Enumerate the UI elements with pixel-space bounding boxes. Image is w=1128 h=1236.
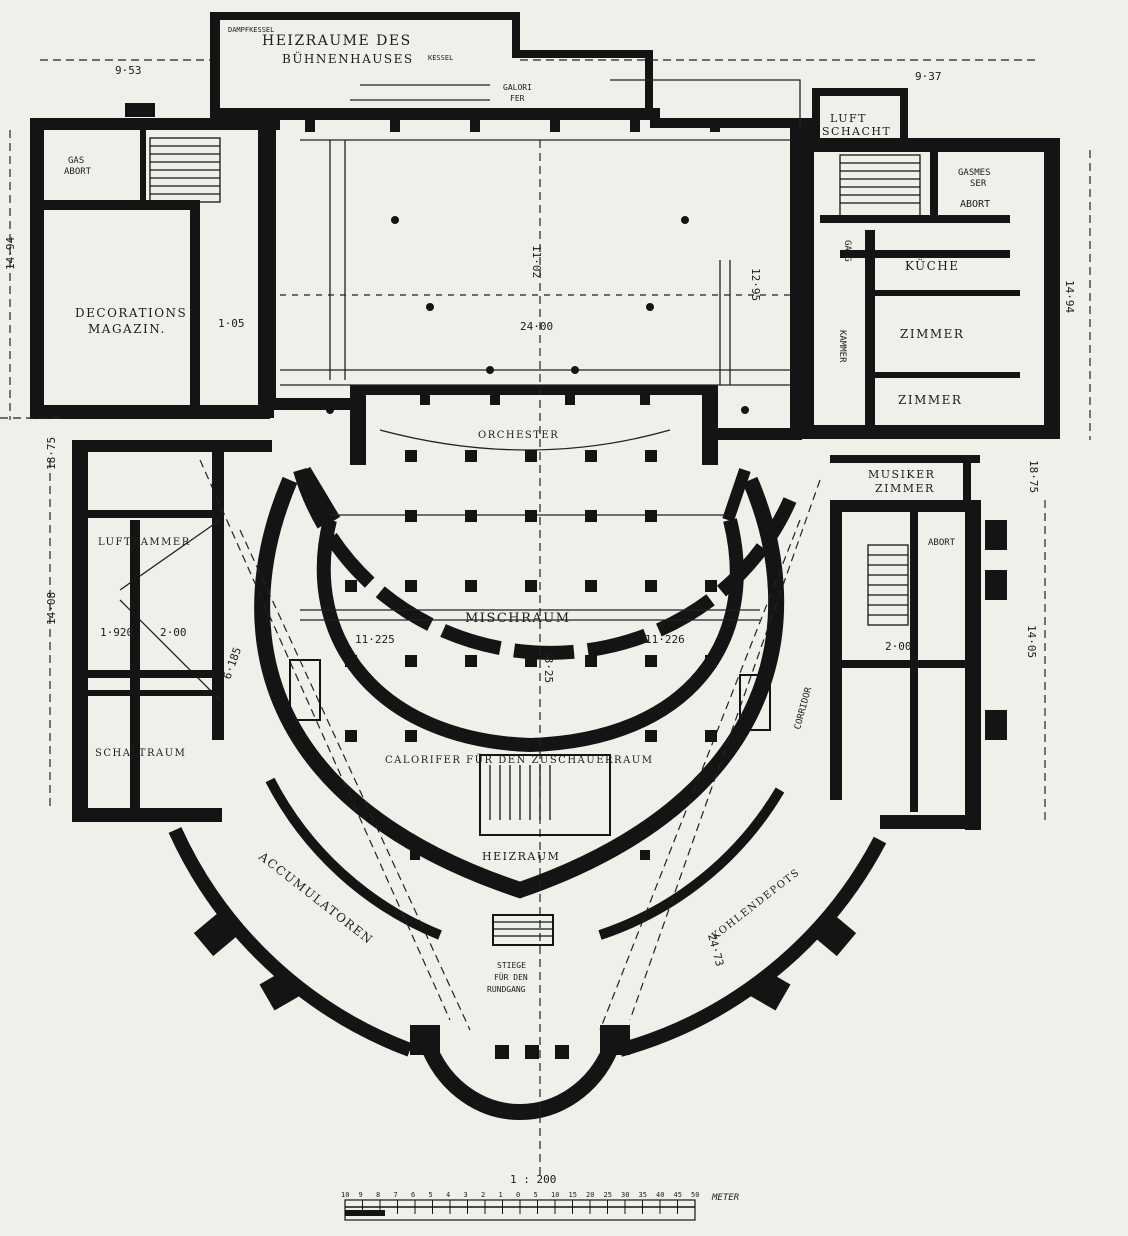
label-abort-right: ABORT (928, 538, 956, 548)
dim-2825: 28·25 (542, 650, 555, 683)
scale-tick-label: 50 (691, 1191, 699, 1199)
scale-tick-label: 5 (534, 1191, 538, 1199)
label-stiege-3: RUNDGANG (487, 985, 526, 994)
label-luftkammer: LUFTKAMMER (98, 537, 191, 548)
label-gasmesser-2: SER (970, 179, 987, 189)
outer-walls (30, 12, 1060, 830)
dim-11226: 11·226 (645, 633, 685, 646)
scale-tick-label: 10 (341, 1191, 349, 1199)
dim-2473: 24·73 (705, 932, 726, 967)
label-kohlendepots: KOHLENDEPOTS (710, 867, 802, 943)
label-magazin: MAGAZIN. (88, 322, 166, 336)
dim-1494-right: 14·94 (1063, 280, 1076, 313)
dim-1408: 14·08 (45, 592, 58, 625)
label-galori-2: FER (510, 94, 525, 103)
dim-1102: 11·02 (530, 245, 543, 278)
scale-tick-label: 25 (604, 1191, 612, 1199)
label-heizraume: HEIZRAUME DES (262, 33, 412, 49)
label-stiege-2: FÜR DEN (494, 972, 528, 982)
scale-tick-label: 0 (516, 1191, 520, 1199)
dim-1494-left: 14·94 (4, 237, 17, 270)
label-gang: GANG (842, 240, 852, 262)
dim-1295: 12·95 (749, 268, 762, 301)
label-galori-1: GALORI (503, 83, 532, 92)
label-corridor: CORRIDOR (793, 686, 814, 731)
buttresses (193, 520, 1007, 1055)
label-gas-abort: ABORT (64, 167, 92, 177)
label-kessel: KESSEL (428, 54, 453, 62)
label-calorifer: CALORIFER FÜR DEN ZUSCHAUERRAUM (385, 754, 653, 766)
dim-105: 1·05 (218, 317, 245, 330)
scale-tick-label: 3 (464, 1191, 468, 1199)
label-heizraum: HEIZRAUM (482, 850, 560, 863)
label-luft: LUFT (830, 112, 867, 125)
scale-unit: METER (711, 1193, 740, 1203)
scale-tick-label: 2 (481, 1191, 485, 1199)
scale-tick-label: 10 (551, 1191, 559, 1199)
label-stiege-1: STIEGE (497, 961, 526, 970)
scale-tick-label: 4 (446, 1191, 450, 1199)
label-decorations: DECORATIONS (75, 306, 187, 320)
dim-1920: 1·920 (100, 626, 133, 639)
scale-tick-label: 5 (429, 1191, 433, 1199)
dim-200-right: 2·00 (885, 640, 912, 653)
label-kuche: KÜCHE (905, 257, 960, 273)
label-accumulatoren: ACCUMULATOREN (255, 849, 376, 948)
label-zimmer-2: ZIMMER (898, 393, 962, 407)
label-buhnenhauses: BÜHNENHAUSES (282, 50, 414, 66)
scale-tick-label: 35 (639, 1191, 647, 1199)
label-schaltraum: SCHALTRAUM (95, 748, 186, 759)
label-musiker-zimmer: ZIMMER (875, 482, 935, 495)
partitions (44, 130, 1020, 812)
scale-tick-label: 6 (411, 1191, 415, 1199)
scale-tick-label: 40 (656, 1191, 664, 1199)
dim-937: 9·37 (915, 70, 942, 83)
scale-tick-label: 8 (376, 1191, 380, 1199)
dimension-labels: 9·53 9·37 24·00 11·02 12·95 14·94 14·94 … (4, 64, 1076, 968)
scale-ratio: 1 : 200 (510, 1173, 556, 1186)
scale-tick-label: 30 (621, 1191, 629, 1199)
scale-tick-label: 9 (359, 1191, 363, 1199)
label-schacht: SCHACHT (822, 125, 891, 138)
label-mischraum: MISCHRAUM (465, 611, 571, 626)
auditorium-walls (168, 466, 887, 1120)
dim-6185: 6·185 (221, 645, 245, 681)
label-abort-top: ABORT (960, 199, 990, 210)
dim-2400: 24·00 (520, 320, 553, 333)
scale-tick-label: 20 (586, 1191, 594, 1199)
label-gasmesser-1: GASMES (958, 168, 991, 178)
scale-tick-label: 1 (499, 1191, 503, 1199)
scale-tick-label: 15 (569, 1191, 577, 1199)
label-musiker: MUSIKER (868, 468, 935, 481)
dim-1405: 14·05 (1025, 625, 1038, 658)
dim-11225: 11·225 (355, 633, 395, 646)
label-orchester: ORCHESTER (478, 430, 559, 441)
dim-1875-right: 18·75 (1027, 460, 1040, 493)
dim-200: 2·00 (160, 626, 187, 639)
scale-tick-label: 7 (394, 1191, 398, 1199)
dim-1875-left: 18·75 (45, 437, 58, 470)
label-dampfkessel: DAMPFKESSEL (228, 26, 274, 34)
label-zimmer-1: ZIMMER (900, 327, 964, 341)
dim-953: 9·53 (115, 64, 142, 77)
stairs (149, 137, 921, 946)
scale-tick-label: 45 (674, 1191, 682, 1199)
label-gas: GAS (68, 156, 84, 166)
columns (305, 118, 749, 1059)
label-kammer: KAMMER (837, 330, 847, 363)
pipes (0, 59, 1091, 1180)
